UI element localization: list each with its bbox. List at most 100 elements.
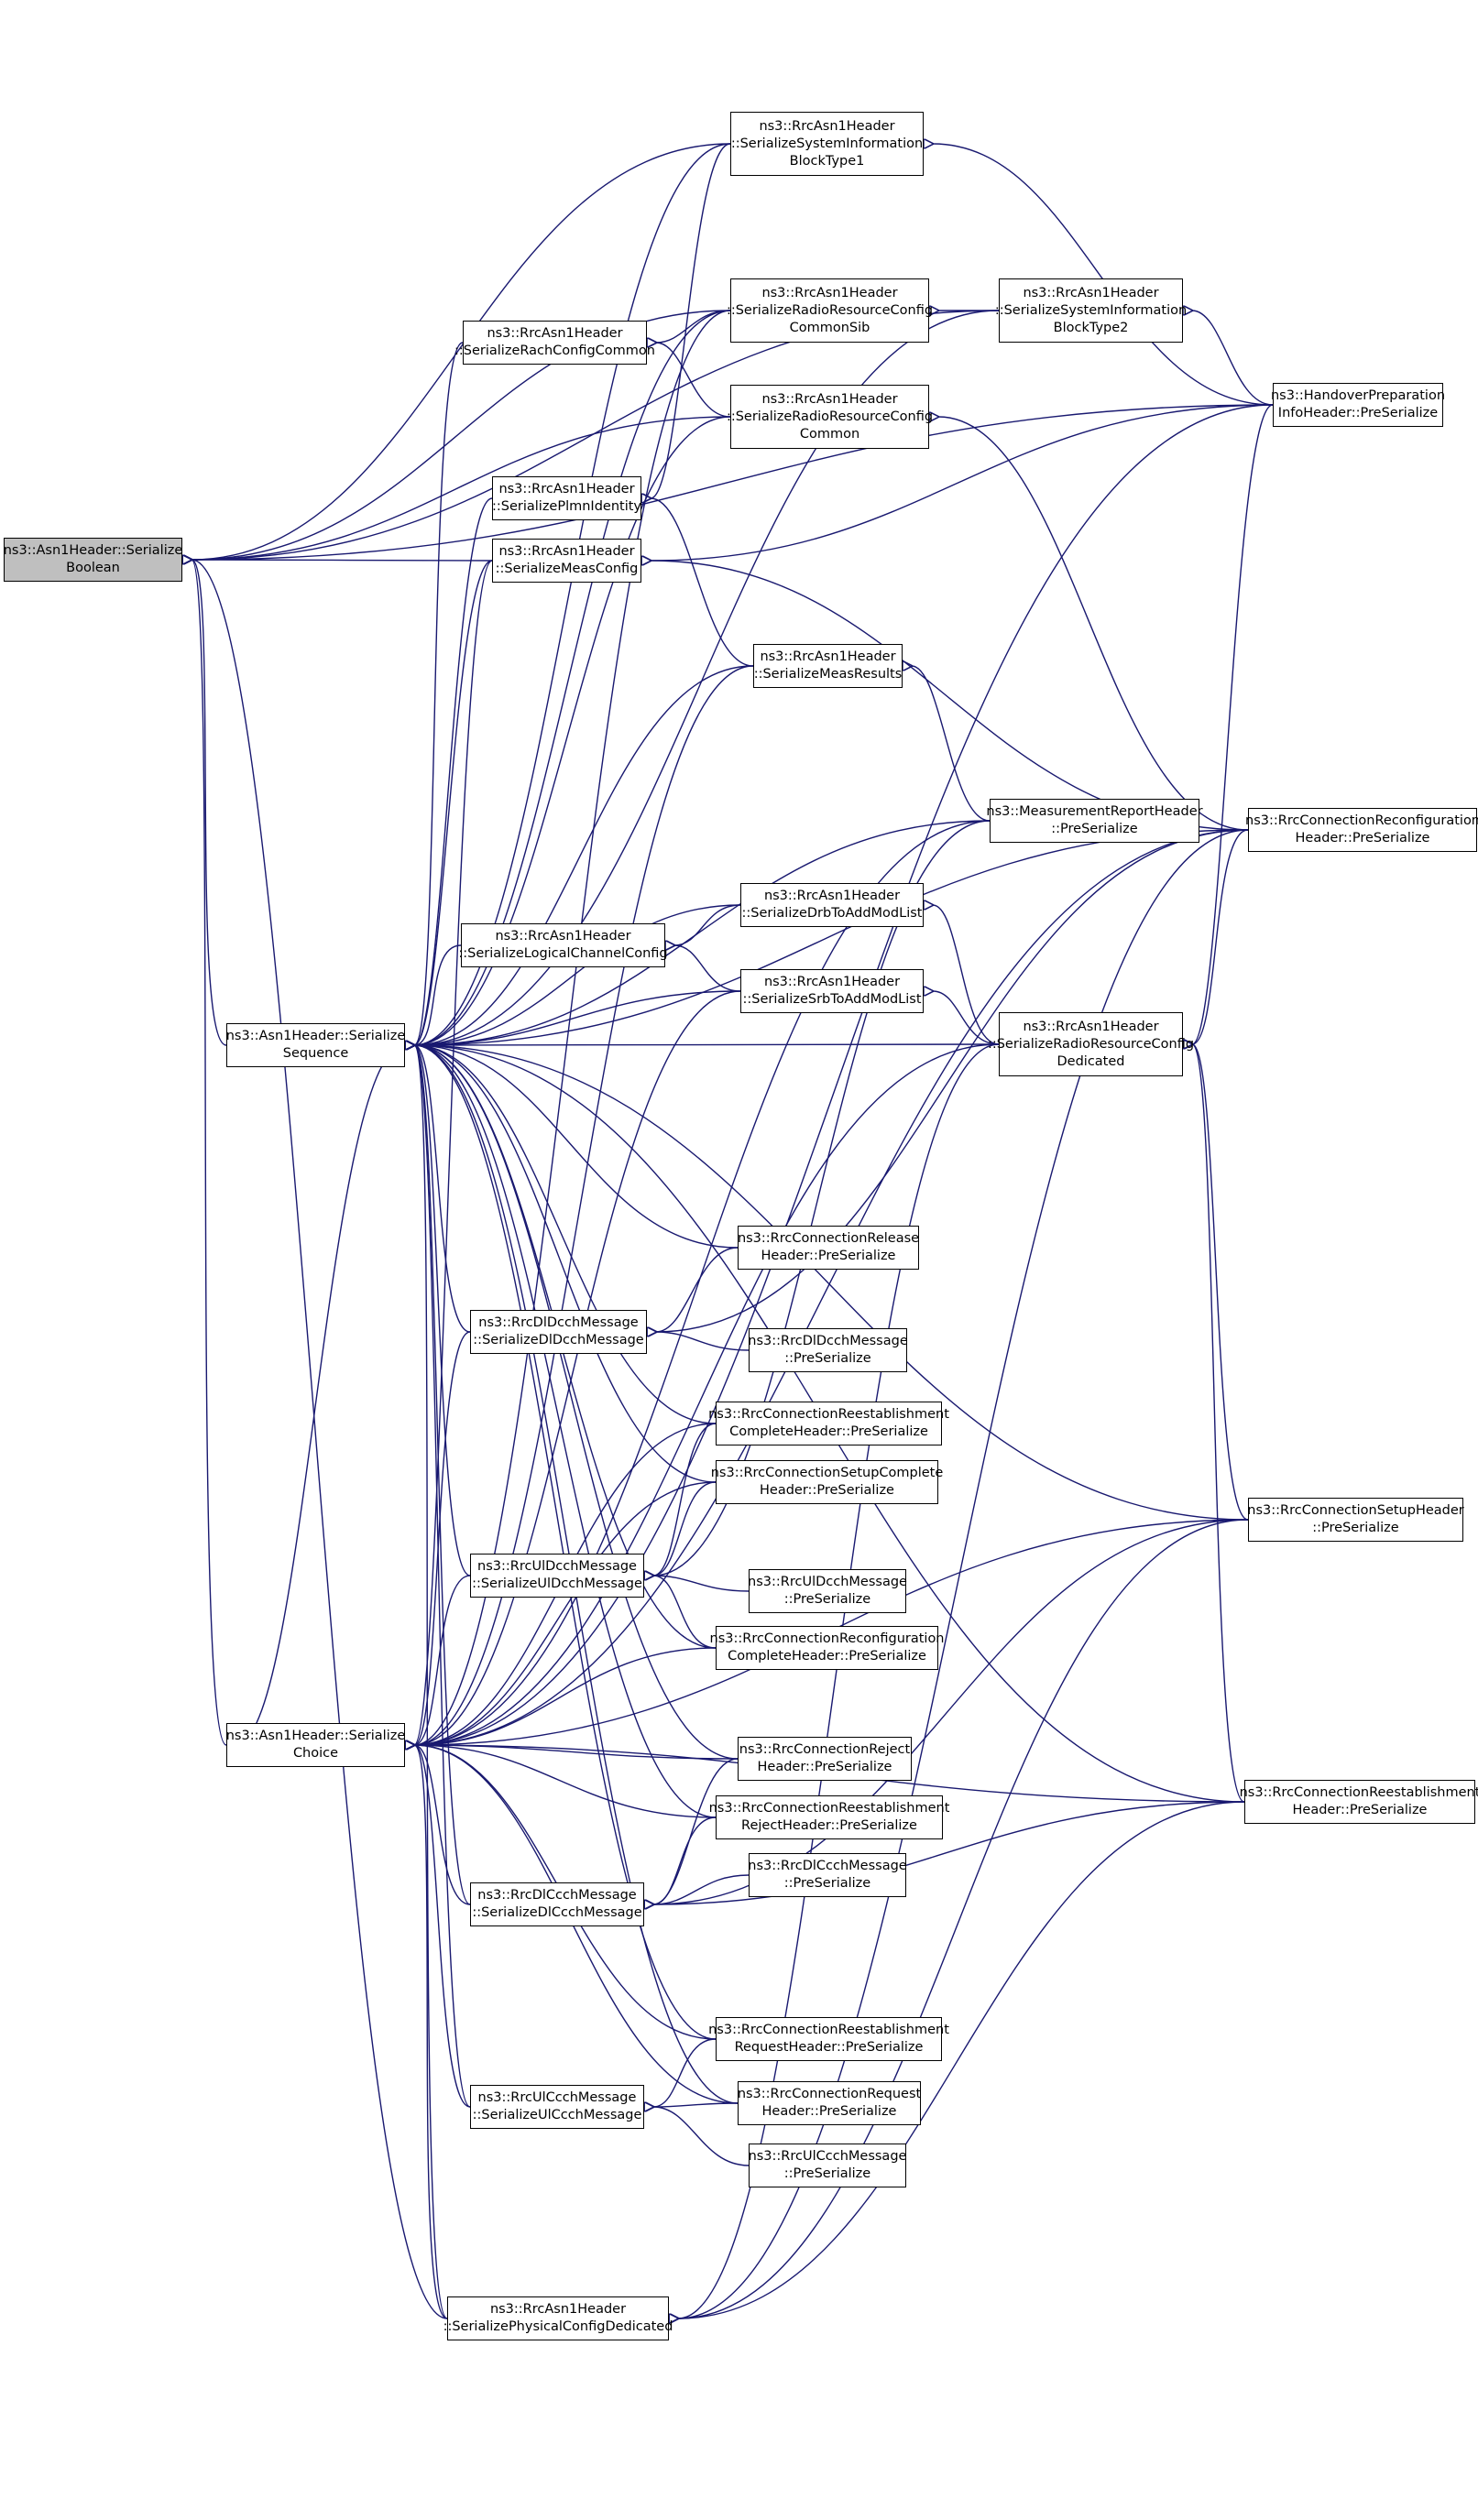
node-label-line: ns3::RrcUlDcchMessage	[477, 1559, 637, 1574]
edge-seq-reject	[414, 1045, 739, 1760]
node-label-line: ::SerializeUlCcchMessage	[472, 2108, 642, 2122]
node-label-line: Header::PreSerialize	[1292, 1803, 1428, 1817]
node-ns3-rrcasn1header-serializeradioresourceconfig-commonsib[interactable]: ns3::RrcAsn1Header::SerializeRadioResour…	[727, 278, 933, 343]
edge-choice-uldcch	[414, 1575, 471, 1745]
edge-seq-dlccch	[414, 1045, 471, 1905]
node-label-line: ns3::RrcDlDcchMessage	[478, 1315, 639, 1330]
node-label-line: ns3::RrcConnectionReject	[739, 1742, 911, 1757]
edge-uldcch-measreport	[653, 820, 991, 1576]
edge-bool-physical	[192, 560, 448, 2319]
node-ns3-rrcasn1header-serializeplmnidentity[interactable]: ns3::RrcAsn1Header::SerializePlmnIdentit…	[492, 476, 641, 520]
edge-choice-reestreject	[414, 1745, 717, 1818]
node-label-line: ns3::RrcAsn1Header	[763, 889, 901, 903]
node-label-line: BlockType2	[1053, 320, 1129, 335]
node-label-line: ns3::RrcConnectionRelease	[737, 1231, 920, 1246]
edge-bool-handover	[192, 404, 1274, 560]
node-label-line: ::SerializeRadioResourceConfig	[726, 409, 934, 424]
edge-choice-reject	[414, 1745, 739, 1760]
edge-dlccch-reest	[653, 1801, 1245, 1904]
node-label-line: ns3::RrcConnectionReestablishment	[708, 1407, 949, 1422]
edge-seq-dldcch	[414, 1045, 471, 1333]
node-label-line: ns3::RrcAsn1Header	[761, 285, 898, 300]
node-label-line: ::PreSerialize	[1051, 822, 1138, 836]
edge-seq-setupcomplete	[414, 1045, 717, 1483]
edge-choice-setupcomplete	[414, 1481, 717, 1745]
edge-choice-physical	[414, 1745, 448, 2319]
edge-seq-rrcded	[414, 1044, 1000, 1045]
node-label-line: ::SerializeSrbToAddModList	[742, 992, 922, 1007]
node-ns3-rrcdldcchmessage-preserialize[interactable]: ns3::RrcDlDcchMessage::PreSerialize	[748, 1328, 908, 1372]
edge-ulccch-reestrequest	[653, 2038, 717, 2107]
edge-plmn-measresults	[651, 498, 754, 667]
node-label-line: ::PreSerialize	[1312, 1521, 1399, 1535]
node-ns3-rrcasn1header-serializemeasconfig[interactable]: ns3::RrcAsn1Header::SerializeMeasConfig	[492, 539, 641, 583]
node-label-line: ns3::RrcDlCcchMessage	[477, 1888, 637, 1903]
node-ns3-measurementreportheader-preserialize[interactable]: ns3::MeasurementReportHeader::PreSeriali…	[986, 799, 1203, 843]
edge-seq-srb	[414, 990, 741, 1045]
edge-seq-reestreject	[414, 1045, 717, 1818]
node-ns3-rrculdcchmessage-serializeuldcchmessage[interactable]: ns3::RrcUlDcchMessage::SerializeUlDcchMe…	[470, 1554, 644, 1598]
node-ns3-rrcasn1header-serializelogicalchannelconfig[interactable]: ns3::RrcAsn1Header::SerializeLogicalChan…	[458, 923, 668, 967]
edge-ulccch-request	[653, 2103, 739, 2107]
node-ns3-rrcdlccchmessage-preserialize[interactable]: ns3::RrcDlCcchMessage::PreSerialize	[748, 1853, 907, 1897]
edge-plmn-sib1	[651, 143, 731, 498]
edge-seq-rrccommon	[414, 416, 731, 1045]
edge-choice-seq	[235, 1044, 406, 1745]
node-ns3-rrcasn1header-serializesrbtoaddmodlist[interactable]: ns3::RrcAsn1Header::SerializeSrbToAddMod…	[740, 969, 924, 1013]
edge-rrccommon-reconfig	[938, 417, 1249, 831]
node-label-line: Header::PreSerialize	[1295, 831, 1430, 845]
node-label-line: ns3::RrcUlCcchMessage	[477, 2090, 637, 2105]
edge-measconfig-reconfig	[651, 561, 1249, 831]
node-label-line: ::SerializePlmnIdentity	[491, 499, 642, 514]
node-ns3-rrculdcchmessage-preserialize[interactable]: ns3::RrcUlDcchMessage::PreSerialize	[748, 1569, 907, 1613]
node-label-line: ns3::RrcUlCcchMessage	[748, 2149, 907, 2164]
edge-seq-reestcomplete	[414, 1045, 717, 1424]
node-label-line: ::SerializeDrbToAddModList	[741, 906, 923, 921]
node-ns3-rrcconnectionsetupheader-preserialize[interactable]: ns3::RrcConnectionSetupHeader::PreSerial…	[1247, 1498, 1464, 1542]
edge-seq-ulccch	[414, 1045, 471, 2108]
node-ns3-rrcasn1header-serializerachconfigcommon[interactable]: ns3::RrcAsn1Header::SerializeRachConfigC…	[454, 321, 655, 365]
edge-choice-rrcded	[414, 1043, 1000, 1745]
node-label-line: ns3::MeasurementReportHeader	[986, 804, 1203, 819]
node-ns3-rrcasn1header-serializesysteminformation-blocktype1[interactable]: ns3::RrcAsn1Header::SerializeSystemInfor…	[730, 112, 924, 176]
edge-drb-rrcded	[933, 905, 1000, 1045]
edge-seq-physical	[414, 1045, 448, 2319]
edge-choice-measreport	[414, 820, 991, 1745]
edge-dlccch-dlccchpre	[653, 1874, 750, 1904]
node-ns3-rrcasn1header-serializeradioresourceconfig-dedicated[interactable]: ns3::RrcAsn1Header::SerializeRadioResour…	[988, 1012, 1194, 1076]
node-ns3-rrcasn1header-serializedrbtoaddmodlist[interactable]: ns3::RrcAsn1Header::SerializeDrbToAddMod…	[740, 883, 924, 927]
node-ns3-rrculccchmessage-serializeulccchmessage[interactable]: ns3::RrcUlCcchMessage::SerializeUlCcchMe…	[470, 2085, 644, 2129]
edge-ulccch-ulccchpre	[653, 2107, 750, 2166]
edge-rrcded-reconfig	[1192, 829, 1249, 1044]
node-label-line: CompleteHeader::PreSerialize	[729, 1424, 928, 1439]
node-ns3-rrcdlccchmessage-serializedlccchmessage[interactable]: ns3::RrcDlCcchMessage::SerializeDlCcchMe…	[470, 1882, 644, 1926]
node-label-line: ns3::RrcAsn1Header	[495, 929, 631, 944]
node-label-line: ns3::RrcAsn1Header	[489, 2302, 627, 2317]
edge-srb-rrcded	[933, 991, 1000, 1045]
edge-physical-setup	[678, 1519, 1249, 2318]
node-ns3-rrcasn1header-serializesysteminformation-blocktype2[interactable]: ns3::RrcAsn1Header::SerializeSystemInfor…	[995, 278, 1187, 343]
node-ns3-rrcasn1header-serializephysicalconfigdedicated[interactable]: ns3::RrcAsn1Header::SerializePhysicalCon…	[443, 2296, 673, 2340]
node-label-line: ns3::RrcConnectionReestablishment	[708, 2023, 949, 2037]
node-ns3-rrcasn1header-serializemeasresults[interactable]: ns3::RrcAsn1Header::SerializeMeasResults	[753, 644, 903, 688]
node-ns3-rrcasn1header-serializeradioresourceconfig-common[interactable]: ns3::RrcAsn1Header::SerializeRadioResour…	[727, 385, 933, 449]
node-ns3-rrcdldcchmessage-serializedldcchmessage[interactable]: ns3::RrcDlDcchMessage::SerializeDlDcchMe…	[470, 1310, 647, 1354]
edge-seq-measreport	[414, 820, 991, 1045]
edge-choice-handover	[414, 404, 1274, 1745]
node-ns3-rrculccchmessage-preserialize[interactable]: ns3::RrcUlCcchMessage::PreSerialize	[749, 2144, 906, 2187]
